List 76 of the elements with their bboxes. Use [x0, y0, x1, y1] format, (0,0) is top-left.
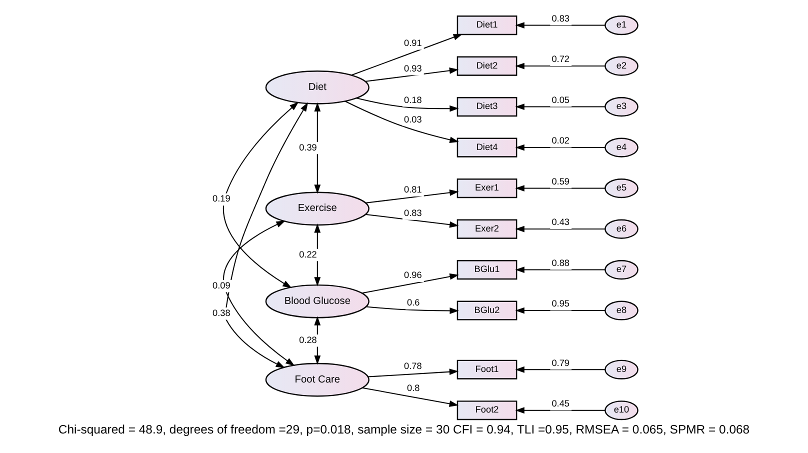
node-box: Diet2 [456, 56, 518, 76]
node-box: Diet3 [456, 96, 518, 116]
edge-label: 0.83 [552, 12, 570, 23]
arrow [515, 306, 605, 314]
edge-label: 0.83 [404, 208, 422, 218]
edge-label: 0.38 [212, 307, 230, 318]
node-ellipse: e5 [604, 178, 638, 198]
caption: Chi-squared = 48.9, degrees of freedom =29, p=0.018, sample size = 30 CFI = 0.94, TLI =0.95, RMSEA = 0.065, SPMR = 0.068 [58, 422, 750, 436]
edge-label: 0.8 [407, 382, 420, 393]
arrow [314, 223, 321, 286]
arrow [356, 97, 459, 112]
edge-label: 0.22 [299, 248, 317, 259]
arrow [366, 213, 459, 228]
edge-label: 0.39 [299, 142, 317, 152]
edge-label: 0.19 [212, 193, 230, 204]
edge-label: 0.59 [552, 176, 570, 186]
arrow [224, 102, 308, 368]
arrow [515, 225, 605, 232]
edge-label: 0.6 [407, 297, 420, 308]
edge-label: 0.02 [552, 135, 570, 146]
edge-label: 0.81 [404, 184, 422, 194]
node-box: Exer2 [456, 218, 518, 238]
node-ellipse: e1 [604, 15, 638, 35]
edge-label: 0.96 [404, 270, 422, 280]
arrow [314, 316, 321, 364]
node-ellipse: e4 [604, 137, 638, 157]
edge-label: 0.09 [212, 280, 230, 290]
arrow [515, 22, 605, 28]
node-ellipse: Diet [265, 70, 370, 104]
arrow [515, 103, 605, 110]
node-ellipse: e2 [604, 56, 638, 76]
edge-label: 0.72 [552, 54, 570, 64]
edge-label: 0.45 [552, 398, 570, 408]
edge-label: 0.93 [404, 62, 422, 73]
node-box: BGlu2 [456, 300, 518, 320]
edge-label: 0.88 [552, 257, 570, 268]
node-ellipse: e3 [604, 96, 638, 116]
node-ellipse: Exercise [265, 191, 370, 226]
edge-label: 0.18 [404, 94, 422, 104]
node-box: Foot1 [456, 359, 518, 379]
node-ellipse: e10 [604, 400, 638, 420]
edge-label: 0.95 [552, 298, 570, 308]
edge-label: 0.43 [552, 216, 570, 227]
node-box: BGlu1 [456, 260, 518, 280]
arrow [362, 272, 459, 294]
node-ellipse: Blood Glucose [265, 284, 370, 318]
node-box: Foot2 [456, 400, 518, 420]
arrow [314, 102, 321, 194]
arrow [515, 366, 605, 372]
node-box: Diet4 [456, 137, 518, 157]
edge-label: 0.78 [404, 360, 422, 370]
arrow [366, 189, 459, 203]
edge-label: 0.05 [552, 94, 570, 104]
arrow [366, 306, 459, 314]
arrow [368, 368, 459, 377]
arrow [344, 100, 459, 142]
node-box: Exer1 [456, 178, 518, 198]
arrow [223, 101, 299, 288]
arrow [365, 67, 459, 82]
node-ellipse: e7 [604, 260, 638, 280]
node-ellipse: e8 [604, 300, 638, 320]
edge-label: 0.28 [299, 334, 317, 344]
arrow [515, 266, 605, 272]
arrow [362, 386, 459, 406]
node-ellipse: e6 [604, 218, 638, 238]
arrow [515, 184, 605, 191]
arrow [223, 220, 295, 366]
edge-label: 0.03 [404, 114, 422, 124]
node-ellipse: Foot Care [265, 362, 370, 396]
edge-label: 0.79 [552, 357, 570, 368]
arrow [515, 62, 605, 69]
node-box: Diet1 [456, 15, 518, 35]
node-ellipse: e9 [604, 359, 638, 379]
edge-label: 0.91 [404, 37, 422, 48]
arrow [515, 406, 605, 414]
arrow [515, 144, 605, 150]
